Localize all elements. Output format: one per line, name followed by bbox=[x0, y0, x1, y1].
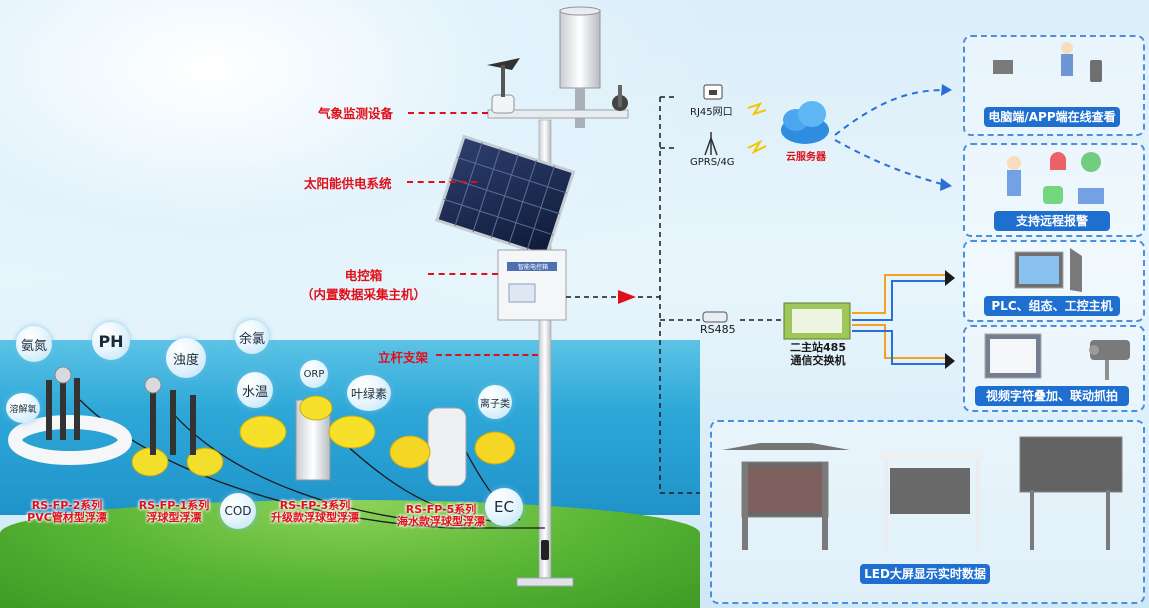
leader-line bbox=[436, 354, 538, 356]
float-label-fp1-series: RS-FP-1系列 bbox=[138, 499, 210, 512]
label-solar-system: 太阳能供电系统 bbox=[304, 176, 392, 191]
label-cloud-server: 云服务器 bbox=[786, 152, 826, 163]
label-switch-line2: 通信交换机 bbox=[790, 354, 846, 367]
float-label-fp5-type: 海水款浮球型浮漂 bbox=[397, 515, 485, 528]
float-label-fp5-series: RS-FP-5系列 bbox=[405, 503, 477, 516]
grass-foreground bbox=[0, 500, 700, 608]
float-label-fp3-type: 升级款浮球型浮漂 bbox=[271, 511, 359, 524]
bubble-ammonia: 氨氮 bbox=[16, 326, 52, 362]
float-label-fp1: RS-FP-1系列 浮球型浮漂 bbox=[126, 500, 222, 524]
label-control-box-line2: （内置数据采集主机） bbox=[300, 287, 426, 302]
bubble-cod: COD bbox=[220, 493, 256, 529]
label-rs485: RS485 bbox=[700, 323, 736, 336]
plc-screen-icon bbox=[1014, 248, 1082, 292]
video-device-icons bbox=[984, 333, 1130, 380]
switch-lines bbox=[852, 274, 945, 365]
leader-line bbox=[408, 112, 488, 114]
switch-device-icon bbox=[783, 302, 851, 340]
antenna-icon bbox=[704, 132, 718, 156]
leader-line bbox=[407, 181, 477, 183]
led-display-icons bbox=[722, 436, 1123, 550]
label-switch: 二主站485 通信交换机 bbox=[776, 341, 860, 367]
signal-icon bbox=[747, 139, 767, 155]
float-label-fp3: RS-FP-3系列 升级款浮球型浮漂 bbox=[256, 500, 374, 524]
rj45-icon bbox=[703, 84, 723, 100]
label-control-box: 电控箱 （内置数据采集主机） bbox=[286, 265, 441, 303]
flow-arrow-icon bbox=[618, 290, 636, 304]
label-weather-equipment: 气象监测设备 bbox=[318, 106, 394, 121]
led-display-button[interactable]: LED大屏显示实时数据 bbox=[860, 564, 990, 584]
float-pvc bbox=[8, 366, 132, 465]
label-control-box-line1: 电控箱 bbox=[344, 268, 383, 283]
float-label-fp2: RS-FP-2系列 PVC管材型浮漂 bbox=[12, 500, 122, 524]
label-rj45: RJ45网口 bbox=[690, 107, 733, 118]
float-label-fp2-type: PVC管材型浮漂 bbox=[27, 511, 107, 524]
bubble-dissolved-oxygen: 溶解氧 bbox=[6, 393, 40, 423]
float-ball bbox=[131, 376, 224, 477]
pc-app-view-button[interactable]: 电脑端/APP端在线查看 bbox=[984, 107, 1120, 127]
float-seawater bbox=[389, 407, 516, 487]
label-gprs: GPRS/4G bbox=[690, 157, 735, 168]
rs485-port-icon bbox=[702, 311, 728, 323]
bubble-ions: 离子类 bbox=[478, 385, 512, 419]
bubble-residual-chlorine: 余氯 bbox=[235, 320, 269, 354]
float-label-fp5: RS-FP-5系列 海水款浮球型浮漂 bbox=[382, 504, 500, 528]
video-overlay-button[interactable]: 视频字符叠加、联动抓拍 bbox=[975, 386, 1129, 406]
remote-alarm-button[interactable]: 支持远程报警 bbox=[994, 211, 1110, 231]
monitoring-station bbox=[434, 6, 629, 587]
control-box-plate: 智能电控箱 bbox=[517, 264, 548, 271]
leader-line bbox=[428, 273, 498, 275]
float-label-fp3-series: RS-FP-3系列 bbox=[279, 499, 351, 512]
label-switch-line1: 二主站485 bbox=[790, 341, 846, 354]
bubble-ph: PH bbox=[92, 322, 130, 360]
label-pole: 立杆支架 bbox=[378, 350, 429, 365]
float-label-fp1-type: 浮球型浮漂 bbox=[146, 511, 202, 524]
bubble-turbidity: 浊度 bbox=[166, 338, 206, 378]
float-upgraded bbox=[239, 395, 376, 481]
bubble-orp: ORP bbox=[300, 360, 328, 388]
bubble-chlorophyll: 叶绿素 bbox=[347, 375, 391, 411]
pc-app-icon bbox=[993, 42, 1102, 82]
bubble-water-temperature: 水温 bbox=[237, 372, 273, 408]
float-label-fp2-series: RS-FP-2系列 bbox=[31, 499, 103, 512]
plc-host-button[interactable]: PLC、组态、工控主机 bbox=[984, 296, 1120, 316]
cloud-icon bbox=[781, 101, 829, 144]
alarm-icons bbox=[1007, 152, 1104, 204]
network-lines bbox=[566, 96, 782, 494]
bubble-ec: EC bbox=[485, 488, 523, 526]
signal-icon bbox=[747, 102, 767, 116]
